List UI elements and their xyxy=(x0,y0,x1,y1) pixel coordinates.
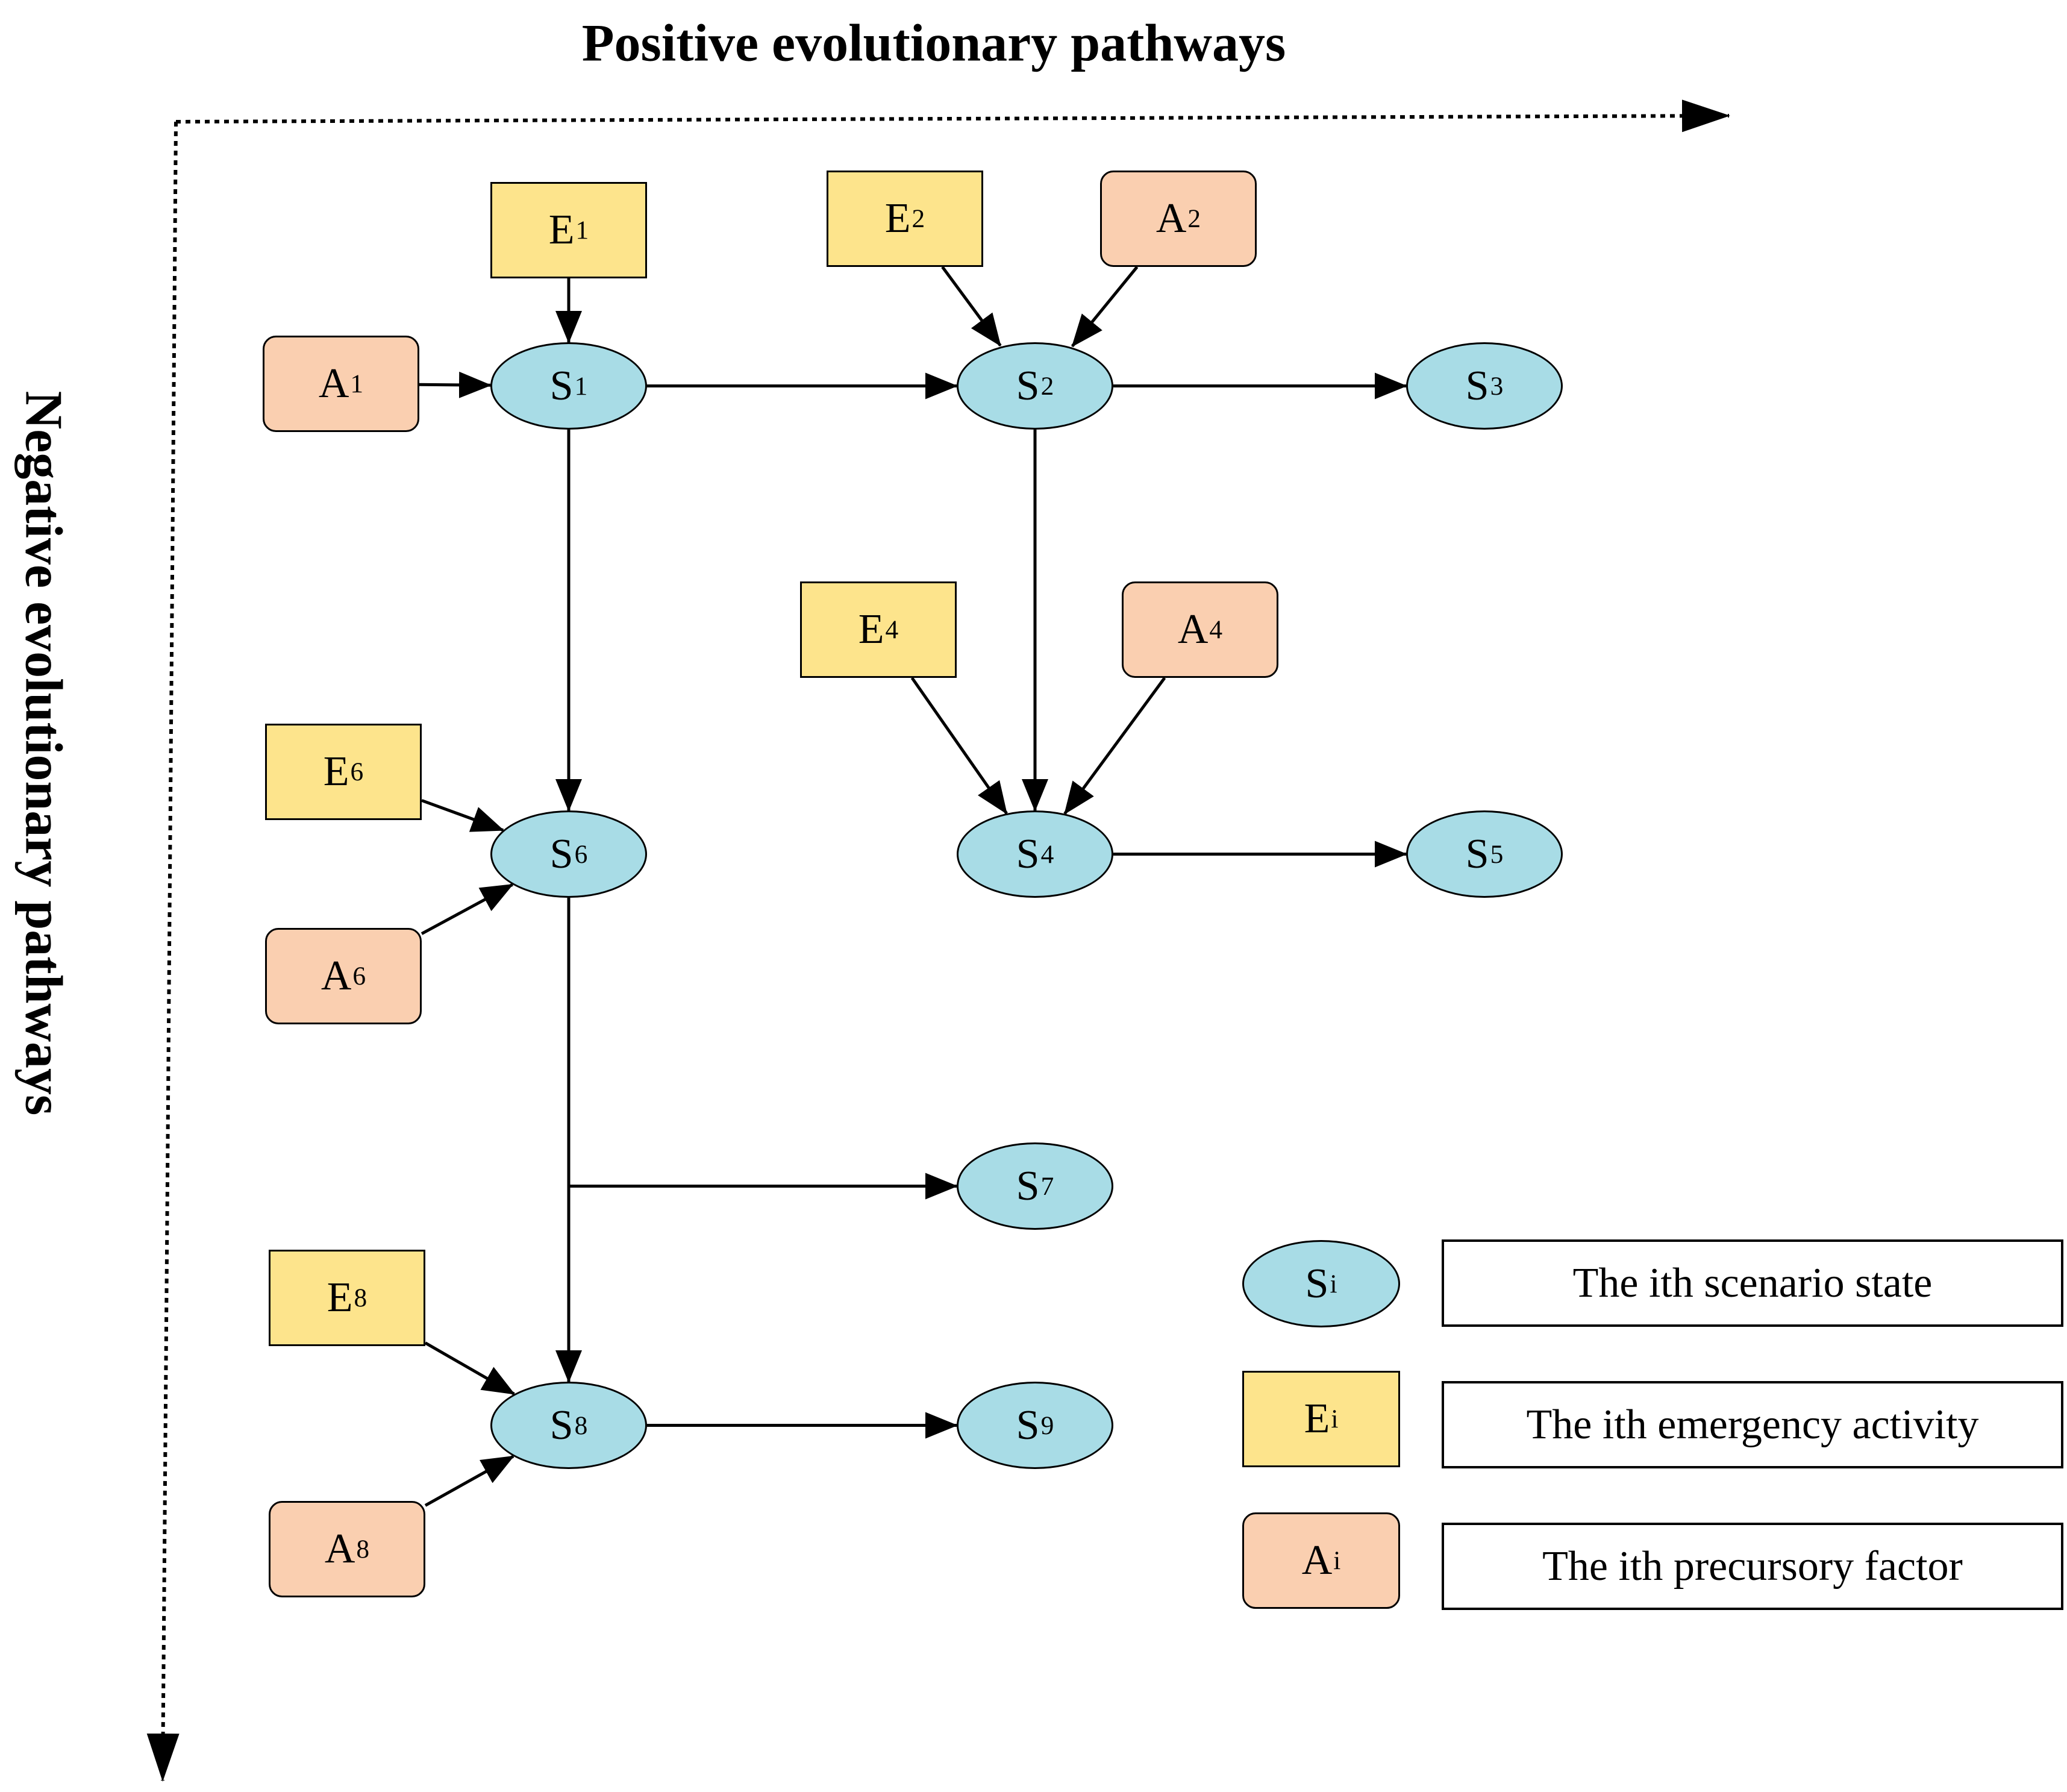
node-letter: E xyxy=(884,195,911,242)
node-letter: S xyxy=(1016,1162,1040,1209)
positive-axis xyxy=(175,99,1730,133)
node-letter: S xyxy=(1305,1260,1329,1307)
edge-a8-to-s8 xyxy=(424,1455,514,1507)
edge-a1-to-s1 xyxy=(419,371,492,398)
node-letter: S xyxy=(549,362,574,409)
node-letter: A xyxy=(1301,1537,1333,1584)
node-letter: A xyxy=(324,1526,355,1572)
edge-a2-to-s2 xyxy=(1071,266,1139,348)
edge-e8-to-s8 xyxy=(424,1341,516,1396)
node-letter: E xyxy=(1304,1396,1330,1442)
edge-a6-to-s6 xyxy=(421,883,514,935)
legend-state-label: The ith scenario state xyxy=(1442,1239,2063,1327)
node-letter: S xyxy=(549,830,574,877)
node-letter: A xyxy=(321,953,352,999)
edge-e2-to-s2 xyxy=(941,266,1002,347)
edge-a4-to-s4 xyxy=(1063,677,1166,815)
node-letter: E xyxy=(548,207,575,253)
node-letter: S xyxy=(1465,362,1489,409)
node-letter: S xyxy=(1016,830,1040,877)
node-letter: S xyxy=(1016,362,1040,409)
node-letter: E xyxy=(327,1274,353,1321)
node-letter: E xyxy=(858,606,884,653)
positive-axis-title: Positive evolutionary pathways xyxy=(581,14,1286,73)
node-letter: A xyxy=(1155,195,1187,242)
node-letter: A xyxy=(318,360,349,407)
edge-e4-to-s4 xyxy=(910,677,1008,815)
node-letter: S xyxy=(549,1402,574,1449)
node-letter: S xyxy=(1016,1402,1040,1449)
negative-axis xyxy=(146,121,180,1782)
edge-e6-to-s6 xyxy=(421,799,505,832)
node-letter: A xyxy=(1177,606,1209,653)
node-letter: S xyxy=(1465,830,1489,877)
legend-precursory-label: The ith precursory factor xyxy=(1442,1523,2063,1610)
negative-axis-title: Negative evolutionary pathways xyxy=(14,390,73,1116)
legend-emergency-label: The ith emergency activity xyxy=(1442,1381,2063,1468)
node-letter: E xyxy=(323,748,349,795)
